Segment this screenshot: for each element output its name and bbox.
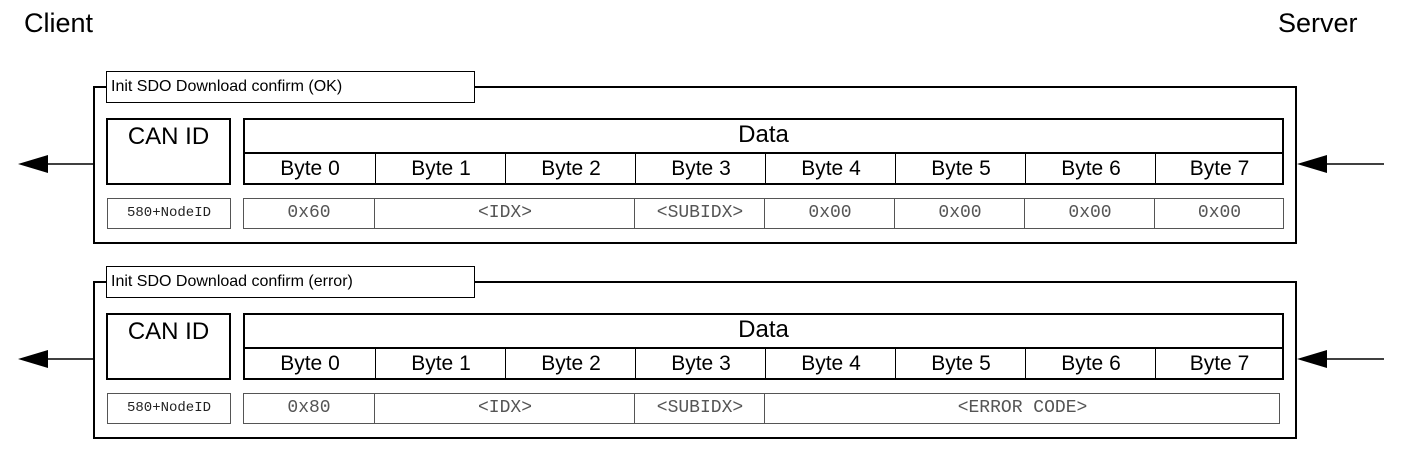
data-value: 0x80	[287, 398, 331, 418]
arrowhead-icon	[18, 155, 48, 173]
byte-label: Byte 1	[375, 347, 506, 380]
byte-label: Byte 7	[1155, 347, 1283, 380]
data-value: <SUBIDX>	[634, 394, 765, 423]
byte-label: Byte 5	[895, 347, 1026, 380]
data-value: <IDX>	[374, 199, 635, 228]
byte-label: Byte 7	[1155, 152, 1283, 185]
byte-label: Byte 4	[765, 347, 896, 380]
byte-label: Byte 0	[245, 347, 375, 380]
data-header: Data Byte 0 Byte 1 Byte 2 Byte 3 Byte 4 …	[243, 118, 1284, 185]
byte-label: Byte 0	[245, 152, 375, 185]
can-id-header: CAN ID	[106, 313, 231, 380]
data-value: 0x00	[1154, 199, 1284, 228]
byte-label: Byte 2	[505, 347, 636, 380]
data-values-row: 0x80 <IDX> <SUBIDX> <ERROR CODE>	[243, 393, 1280, 424]
arrowhead-icon	[1297, 155, 1327, 173]
data-value: 0x00	[894, 199, 1025, 228]
server-label: Server	[1278, 8, 1358, 38]
data-value: 0x00	[764, 199, 895, 228]
byte-label: Byte 6	[1025, 152, 1156, 185]
data-label: Data	[738, 121, 789, 148]
data-value: <SUBIDX>	[634, 199, 765, 228]
byte-label: Byte 4	[765, 152, 896, 185]
can-id-value: 580+NodeID	[107, 393, 231, 424]
byte-label: Byte 3	[635, 152, 766, 185]
data-value: <IDX>	[374, 394, 635, 423]
byte-label: Byte 6	[1025, 347, 1156, 380]
data-label: Data	[738, 316, 789, 343]
data-header: Data Byte 0 Byte 1 Byte 2 Byte 3 Byte 4 …	[243, 313, 1284, 380]
byte-label: Byte 2	[505, 152, 636, 185]
frame-caption-error: Init SDO Download confirm (error)	[106, 266, 475, 298]
frame-caption-ok: Init SDO Download confirm (OK)	[106, 71, 475, 103]
data-value: 0x00	[1024, 199, 1155, 228]
byte-label: Byte 3	[635, 347, 766, 380]
arrowhead-icon	[18, 350, 48, 368]
byte-label: Byte 1	[375, 152, 506, 185]
data-values-row: 0x60 <IDX> <SUBIDX> 0x00 0x00 0x00 0x00	[243, 198, 1284, 229]
data-value: <ERROR CODE>	[764, 394, 1280, 423]
data-value: 0x60	[287, 203, 331, 223]
arrowhead-icon	[1297, 350, 1327, 368]
byte-label: Byte 5	[895, 152, 1026, 185]
can-id-header: CAN ID	[106, 118, 231, 185]
can-id-value: 580+NodeID	[107, 198, 231, 229]
client-label: Client	[24, 8, 94, 38]
